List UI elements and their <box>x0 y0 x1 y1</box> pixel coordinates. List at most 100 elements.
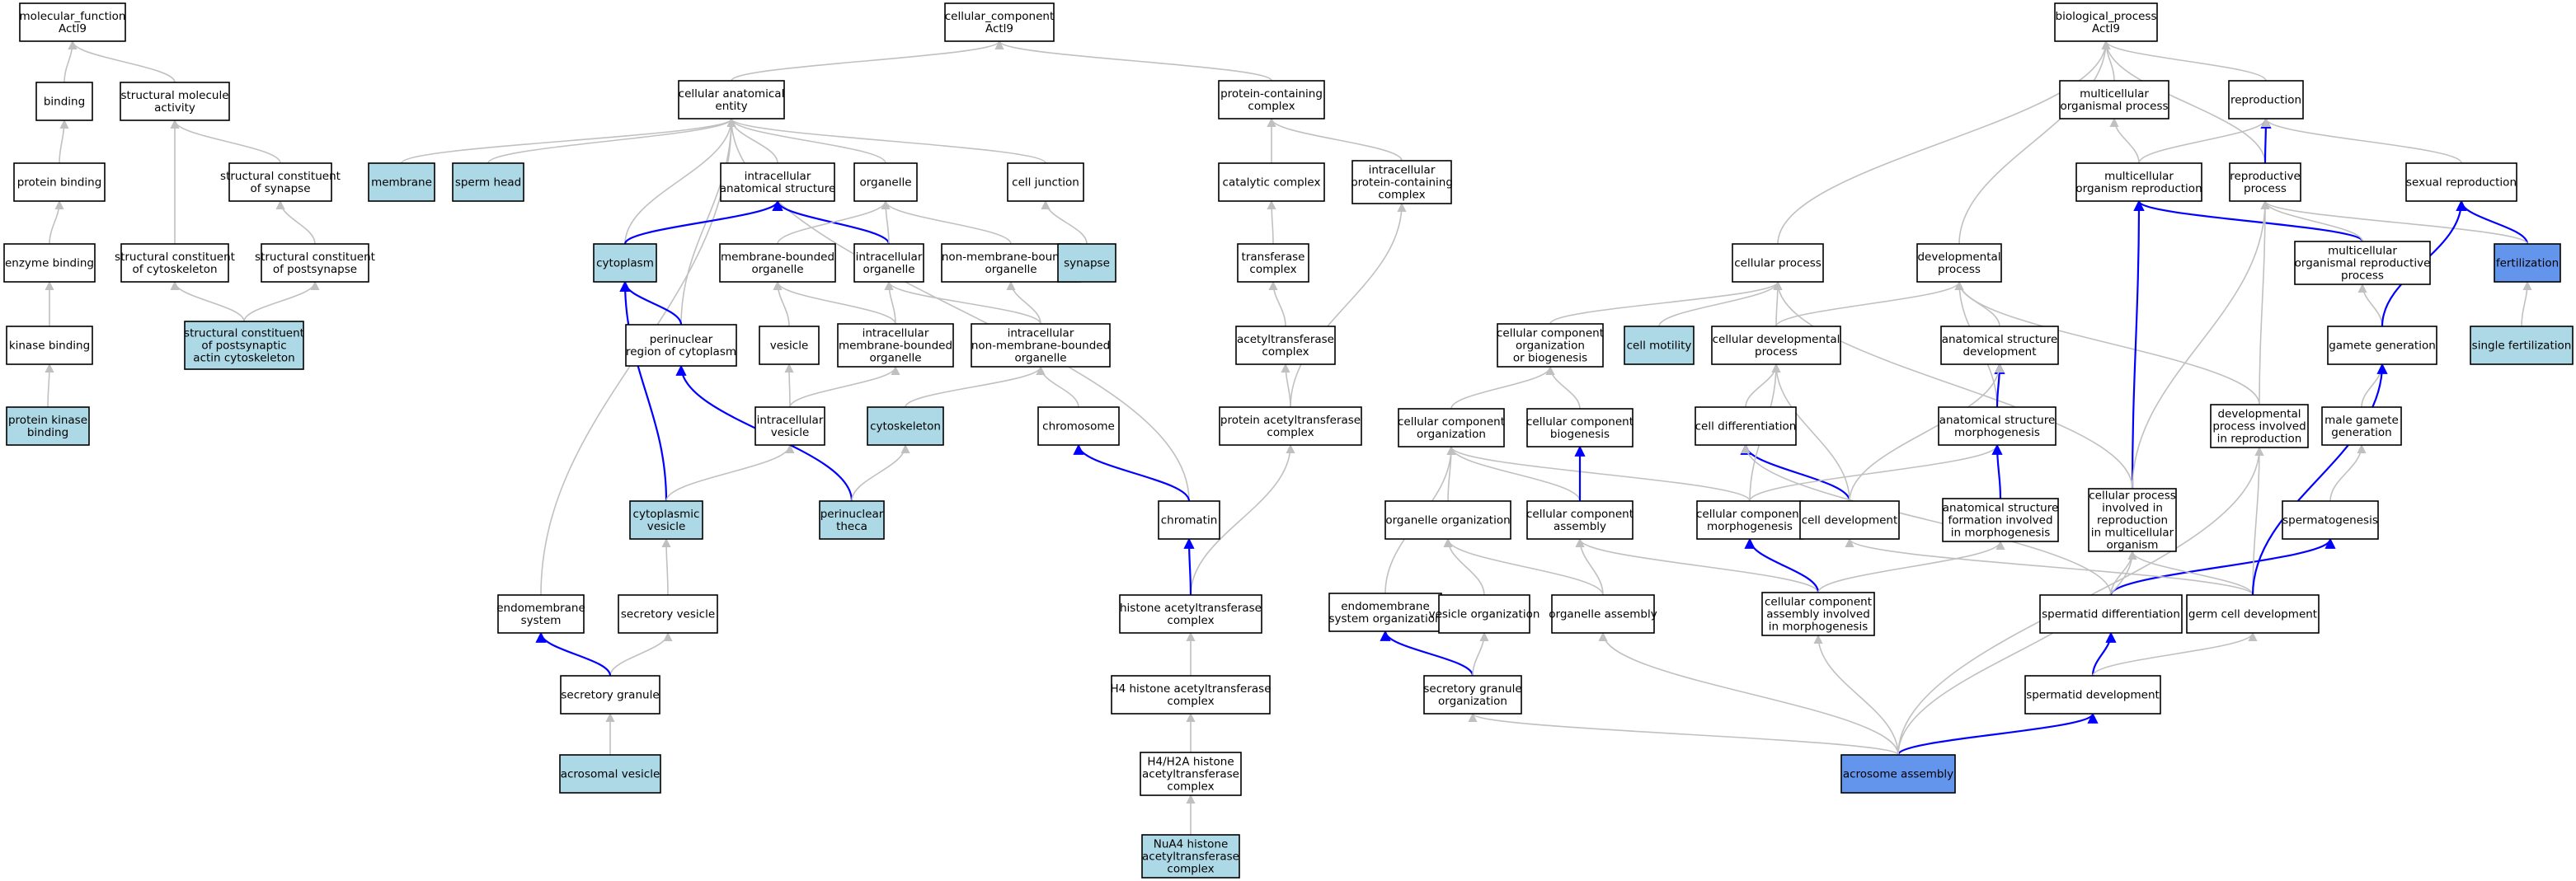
node-inmbo[interactable]: intracellularnon-membrane-boundedorganel… <box>971 323 1111 368</box>
node-label: cellular developmental <box>1713 333 1840 346</box>
node-label: intracellular <box>1008 327 1074 340</box>
node-cellproc[interactable]: cellular process <box>1732 243 1824 283</box>
node-catcomplex[interactable]: catalytic complex <box>1218 162 1325 202</box>
node-secgran[interactable]: secretory granule <box>560 675 660 715</box>
node-cellmot[interactable]: cell motility <box>1624 326 1695 365</box>
node-label: cellular component <box>1526 415 1634 429</box>
node-cytoplasm[interactable]: cytoplasm <box>593 243 657 283</box>
node-membrane[interactable]: membrane <box>368 162 435 202</box>
edge-cytoskeleton-to-inmbo <box>905 365 1046 408</box>
node-box <box>1158 500 1220 540</box>
node-label: intracellular <box>1369 164 1436 177</box>
node-binding[interactable]: binding <box>35 82 93 121</box>
node-kinbind[interactable]: kinase binding <box>6 326 93 365</box>
node-orgasm[interactable]: organelle assembly <box>1549 594 1657 634</box>
node-box <box>629 500 703 540</box>
node-spdev[interactable]: spermatid development <box>2024 675 2161 715</box>
node-acrasm[interactable]: acrosome assembly <box>1840 754 1956 794</box>
node-celldev[interactable]: cell development <box>1799 500 1900 540</box>
node-gcd[interactable]: germ cell development <box>2186 594 2320 634</box>
node-orgorg[interactable]: organelle organization <box>1384 500 1511 540</box>
node-acrves[interactable]: acrosomal vesicle <box>559 754 661 794</box>
node-label: anatomical structure <box>1939 414 2056 427</box>
node-spermhead[interactable]: sperm head <box>452 162 524 202</box>
node-label: cellular component <box>1765 596 1872 609</box>
node-spdiff[interactable]: spermatid differentiation <box>2039 594 2183 634</box>
node-synapse[interactable]: synapse <box>1057 243 1116 283</box>
node-celldiff[interactable]: cell differentiation <box>1695 406 1797 446</box>
node-gamgen[interactable]: gamete generation <box>2327 326 2437 365</box>
node-vesorg[interactable]: vesicle organization <box>1429 594 1540 634</box>
node-celljunction[interactable]: cell junction <box>1007 162 1084 202</box>
node-label: generation <box>2331 426 2391 439</box>
node-enzbind[interactable]: enzyme binding <box>3 243 96 283</box>
node-vesicle[interactable]: vesicle <box>759 326 820 365</box>
node-chromosome[interactable]: chromosome <box>1037 406 1120 446</box>
node-chromatin[interactable]: chromatin <box>1158 500 1220 540</box>
node-box <box>2228 80 2304 119</box>
node-spermatogenesis[interactable]: spermatogenesis <box>2282 500 2379 540</box>
node-label: organelle <box>1014 352 1066 365</box>
node-protbind[interactable]: protein binding <box>13 162 106 202</box>
node-singfert[interactable]: single fertilization <box>2470 326 2574 365</box>
node-label: cellular process <box>1734 257 1822 270</box>
node-label: structural constituent <box>184 327 304 340</box>
node-secves[interactable]: secretory vesicle <box>618 594 718 634</box>
node-reproduction[interactable]: reproduction <box>2228 80 2304 119</box>
edge-fert-to-repproc <box>2260 199 2528 245</box>
node-organelle[interactable]: organelle <box>853 162 918 202</box>
node-fert[interactable]: fertilization <box>2494 243 2561 283</box>
node-cytoskeleton[interactable]: cytoskeleton <box>867 406 944 446</box>
node-label: organism reproduction <box>2075 182 2202 195</box>
node-sexrep[interactable]: sexual reproduction <box>2405 162 2517 202</box>
